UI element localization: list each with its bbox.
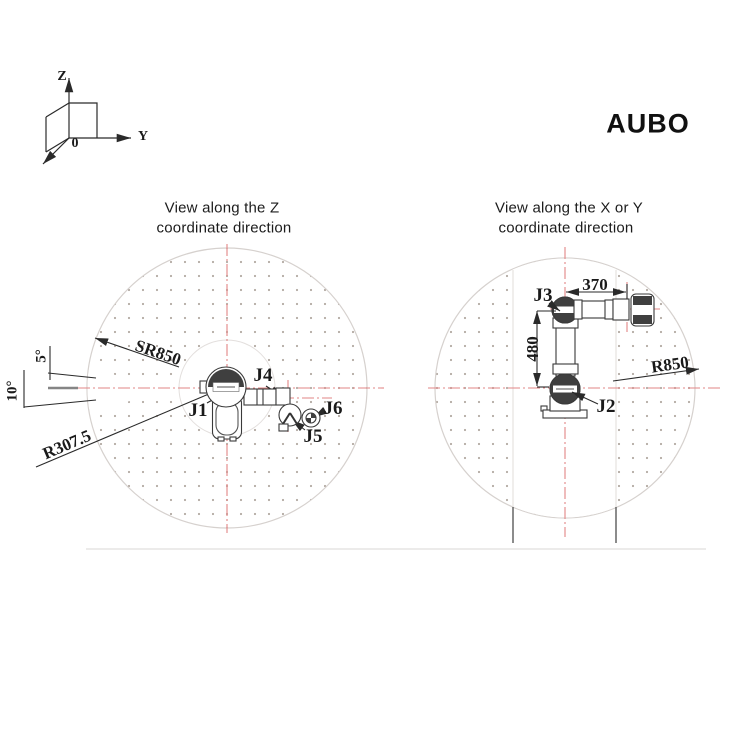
- left-view-title-line1: View along the Z: [164, 199, 280, 217]
- wrist-cylinder: [612, 298, 630, 321]
- j3-leader: [547, 300, 561, 312]
- j4-label: J4: [253, 365, 273, 386]
- left-blind-wedge: [87, 370, 195, 410]
- j5-joint: [278, 403, 302, 427]
- axis-box-front: [69, 102, 98, 138]
- wrist-block: [275, 387, 291, 406]
- right-view-title-line2: coordinate direction: [498, 219, 634, 237]
- dim-370-label: 370: [582, 275, 608, 294]
- y-axis-label: Y: [137, 129, 149, 144]
- angle-dimensions: [23, 346, 97, 408]
- angle10-line: [23, 399, 97, 408]
- right-view-title-line1: View along the X or Y: [495, 199, 643, 217]
- j6-label: J6: [323, 398, 343, 419]
- angle5-label: 5°: [33, 349, 50, 363]
- j2-leader: [571, 391, 599, 405]
- right-dimensions: [533, 284, 700, 405]
- j3-label: J3: [533, 285, 553, 306]
- r307-arrow: [35, 387, 224, 468]
- brand-logo: AUBO: [606, 108, 690, 139]
- axis-triad: [42, 78, 131, 165]
- arm-link: [243, 388, 277, 406]
- dim-480-label: 480: [523, 336, 542, 362]
- robot-top-view: [199, 366, 321, 442]
- sr850-arrow: [94, 337, 180, 368]
- x-axis-line: [42, 137, 70, 165]
- right-workspace: [428, 247, 722, 543]
- z-axis-label: Z: [57, 69, 67, 84]
- angle5-line: [47, 372, 97, 379]
- origin-label: 0: [71, 136, 79, 151]
- left-view-title-line2: coordinate direction: [156, 219, 292, 237]
- j2-label: J2: [596, 396, 616, 417]
- angle10-label: 10°: [4, 380, 21, 402]
- left-workspace: [23, 244, 384, 533]
- j5-label: J5: [303, 426, 323, 447]
- strip-edges-dark: [512, 507, 617, 543]
- j1-label: J1: [188, 400, 208, 421]
- r850-arrow: [612, 366, 700, 382]
